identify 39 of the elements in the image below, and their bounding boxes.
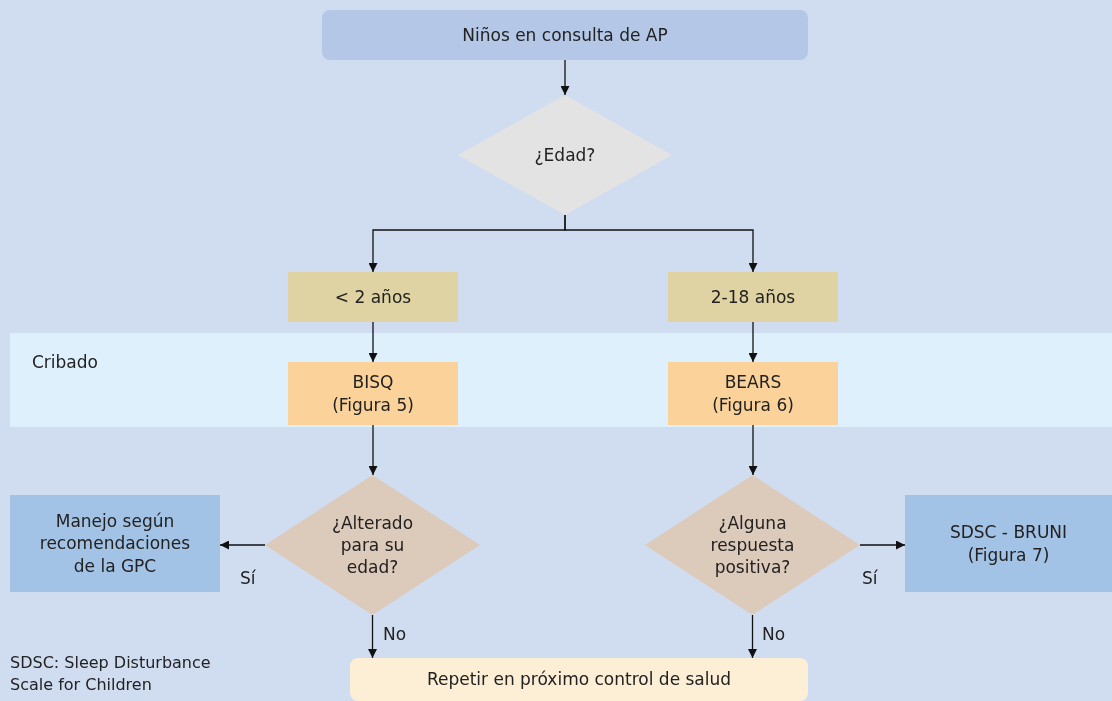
arrow — [564, 214, 758, 273]
arrow — [748, 424, 758, 476]
node-label: < 2 años — [334, 285, 412, 309]
decision-diamond — [458, 95, 672, 215]
edge-label: No — [383, 624, 407, 644]
footnote: SDSC: Sleep Disturbance Scale for Children — [10, 652, 212, 697]
arrow — [560, 59, 570, 96]
node-label: SDSC - BRUNI (Figura 7) — [948, 521, 1069, 566]
edge-label: Sí — [240, 568, 256, 588]
process-box — [10, 495, 220, 592]
arrow — [368, 321, 378, 363]
arrow — [368, 424, 378, 476]
start-box — [350, 658, 808, 701]
node-label: ¿Alguna respuesta positiva? — [709, 511, 796, 579]
section-band — [10, 333, 1112, 427]
section-label: Cribado — [32, 351, 98, 374]
arrow — [859, 540, 906, 550]
arrow — [748, 614, 757, 659]
node-label: ¿Edad? — [533, 143, 597, 167]
process-box — [288, 362, 458, 425]
node-label: Repetir en próximo control de salud — [426, 668, 732, 691]
edge-label: Sí — [862, 568, 878, 588]
start-box — [322, 10, 808, 60]
node-label: 2-18 años — [710, 285, 796, 309]
node-label: BEARS (Figura 6) — [711, 371, 795, 416]
edge-label: No — [762, 624, 786, 644]
node-label: Niños en consulta de AP — [462, 23, 668, 47]
arrow — [368, 614, 377, 659]
node-label: ¿Alterado para su edad? — [330, 511, 415, 579]
process-box — [905, 495, 1112, 592]
decision-diamond — [265, 475, 480, 615]
decision-diamond — [645, 475, 860, 615]
arrow — [748, 321, 758, 363]
node-label: Manejo según recomendaciones de la GPC — [38, 510, 192, 577]
process-box — [668, 272, 838, 322]
arrow — [219, 540, 266, 550]
node-label: BISQ (Figura 5) — [331, 371, 415, 416]
process-box — [668, 362, 838, 425]
process-box — [288, 272, 458, 322]
